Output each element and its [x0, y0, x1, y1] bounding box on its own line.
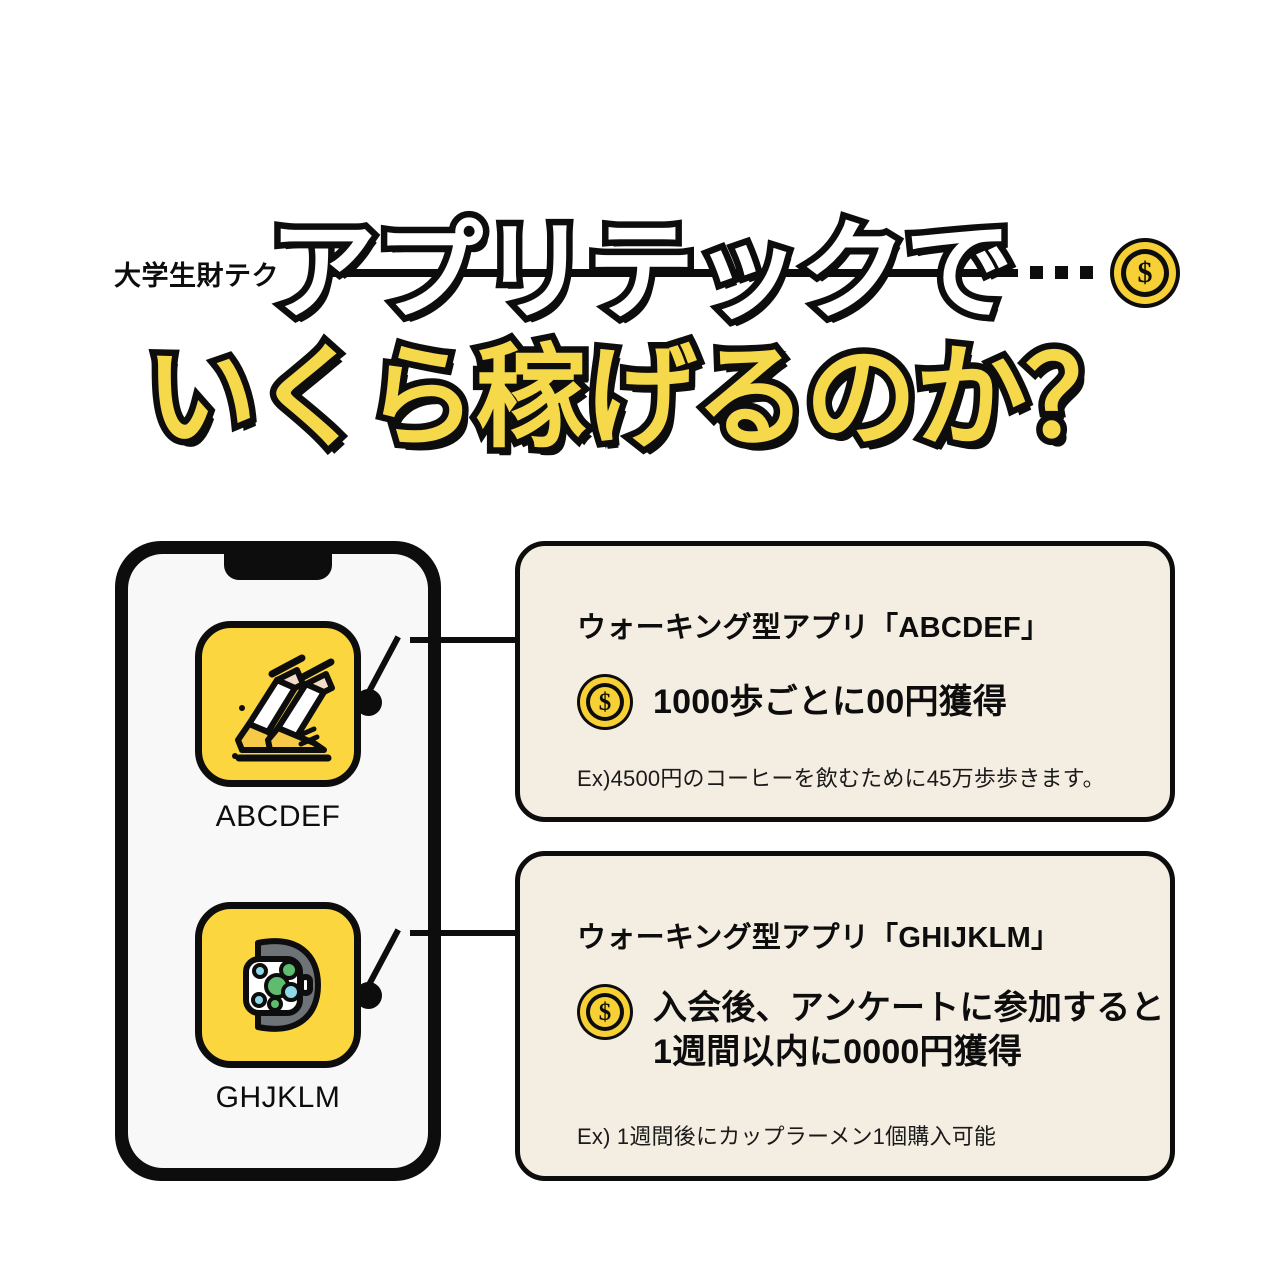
card-highlight-line-2: 1週間以内に0000円獲得	[653, 1033, 1023, 1072]
shoe-speck-2	[232, 753, 238, 759]
header-divider	[332, 269, 1018, 277]
coin-dollar-symbol: $	[1137, 256, 1153, 289]
smartwatch-glyph	[243, 938, 321, 1032]
headline: アプリテックで いくら稼げるのか？	[0, 211, 1280, 460]
watch-face-dots	[251, 960, 301, 1012]
brand-title: 大学生財テク	[114, 261, 279, 291]
info-card-abcdef: ウォーキング型アプリ「ABCDEF」 $ 1000歩ごとに00円獲得 Ex)45…	[515, 541, 1175, 822]
card-highlight-text: 1000歩ごとに00円獲得	[653, 682, 1008, 721]
phone-mockup: ABCDEF	[115, 541, 441, 1181]
running-shoes-icon[interactable]	[195, 621, 361, 787]
app-label-abcdef: ABCDEF	[215, 800, 341, 833]
phone-screen: ABCDEF	[128, 554, 428, 1168]
coin-dollar-icon: $	[1110, 238, 1180, 308]
header-dot-sequence	[1030, 266, 1093, 279]
card-highlight-text-block: 入会後、アンケートに参加すると 1週間以内に0000円獲得	[653, 984, 1165, 1074]
app-entry-ghjklm[interactable]: GHJKLM	[178, 902, 378, 1115]
card-example-note: Ex) 1週間後にカップラーメン1個購入可能	[577, 1124, 997, 1149]
card-highlight-line-1: 入会後、アンケートに参加すると	[653, 989, 1165, 1027]
page-header: 大学生財テク $	[0, 120, 1280, 308]
app-entry-abcdef[interactable]: ABCDEF	[178, 621, 378, 834]
coin-dollar-icon: $	[577, 984, 633, 1040]
card-example-note: Ex)4500円のコーヒーを飲むために45万歩歩きます。	[577, 766, 1105, 791]
headline-line-1: アプリテックで	[262, 211, 1019, 332]
header-dot-2	[1055, 266, 1068, 279]
shoe-speck-1	[239, 705, 245, 711]
card-title: ウォーキング型アプリ「GHIJKLM」	[577, 922, 1061, 954]
header-dot-1	[1030, 266, 1043, 279]
coin-dollar-symbol: $	[598, 688, 612, 716]
phone-notch	[224, 554, 332, 580]
info-card-ghijklm: ウォーキング型アプリ「GHIJKLM」 $ 入会後、アンケートに参加すると 1週…	[515, 851, 1175, 1181]
card-highlight-row: $ 入会後、アンケートに参加すると 1週間以内に0000円獲得	[577, 984, 1165, 1074]
coin-ring-inner	[590, 997, 620, 1027]
card-title: ウォーキング型アプリ「ABCDEF」	[577, 612, 1051, 644]
card-highlight-row: $ 1000歩ごとに00円獲得	[577, 674, 1007, 730]
coin-ring-inner	[590, 687, 620, 717]
coin-dollar-icon: $	[577, 674, 633, 730]
coin-dollar-symbol: $	[598, 998, 612, 1026]
headline-line-2: いくら稼げるのか？	[139, 335, 1144, 460]
header-dot-3	[1080, 266, 1093, 279]
app-label-ghjklm: GHJKLM	[215, 1081, 341, 1114]
coin-ring-inner	[1126, 254, 1164, 292]
running-shoes-glyph	[232, 654, 335, 762]
smartwatch-icon[interactable]	[195, 902, 361, 1068]
